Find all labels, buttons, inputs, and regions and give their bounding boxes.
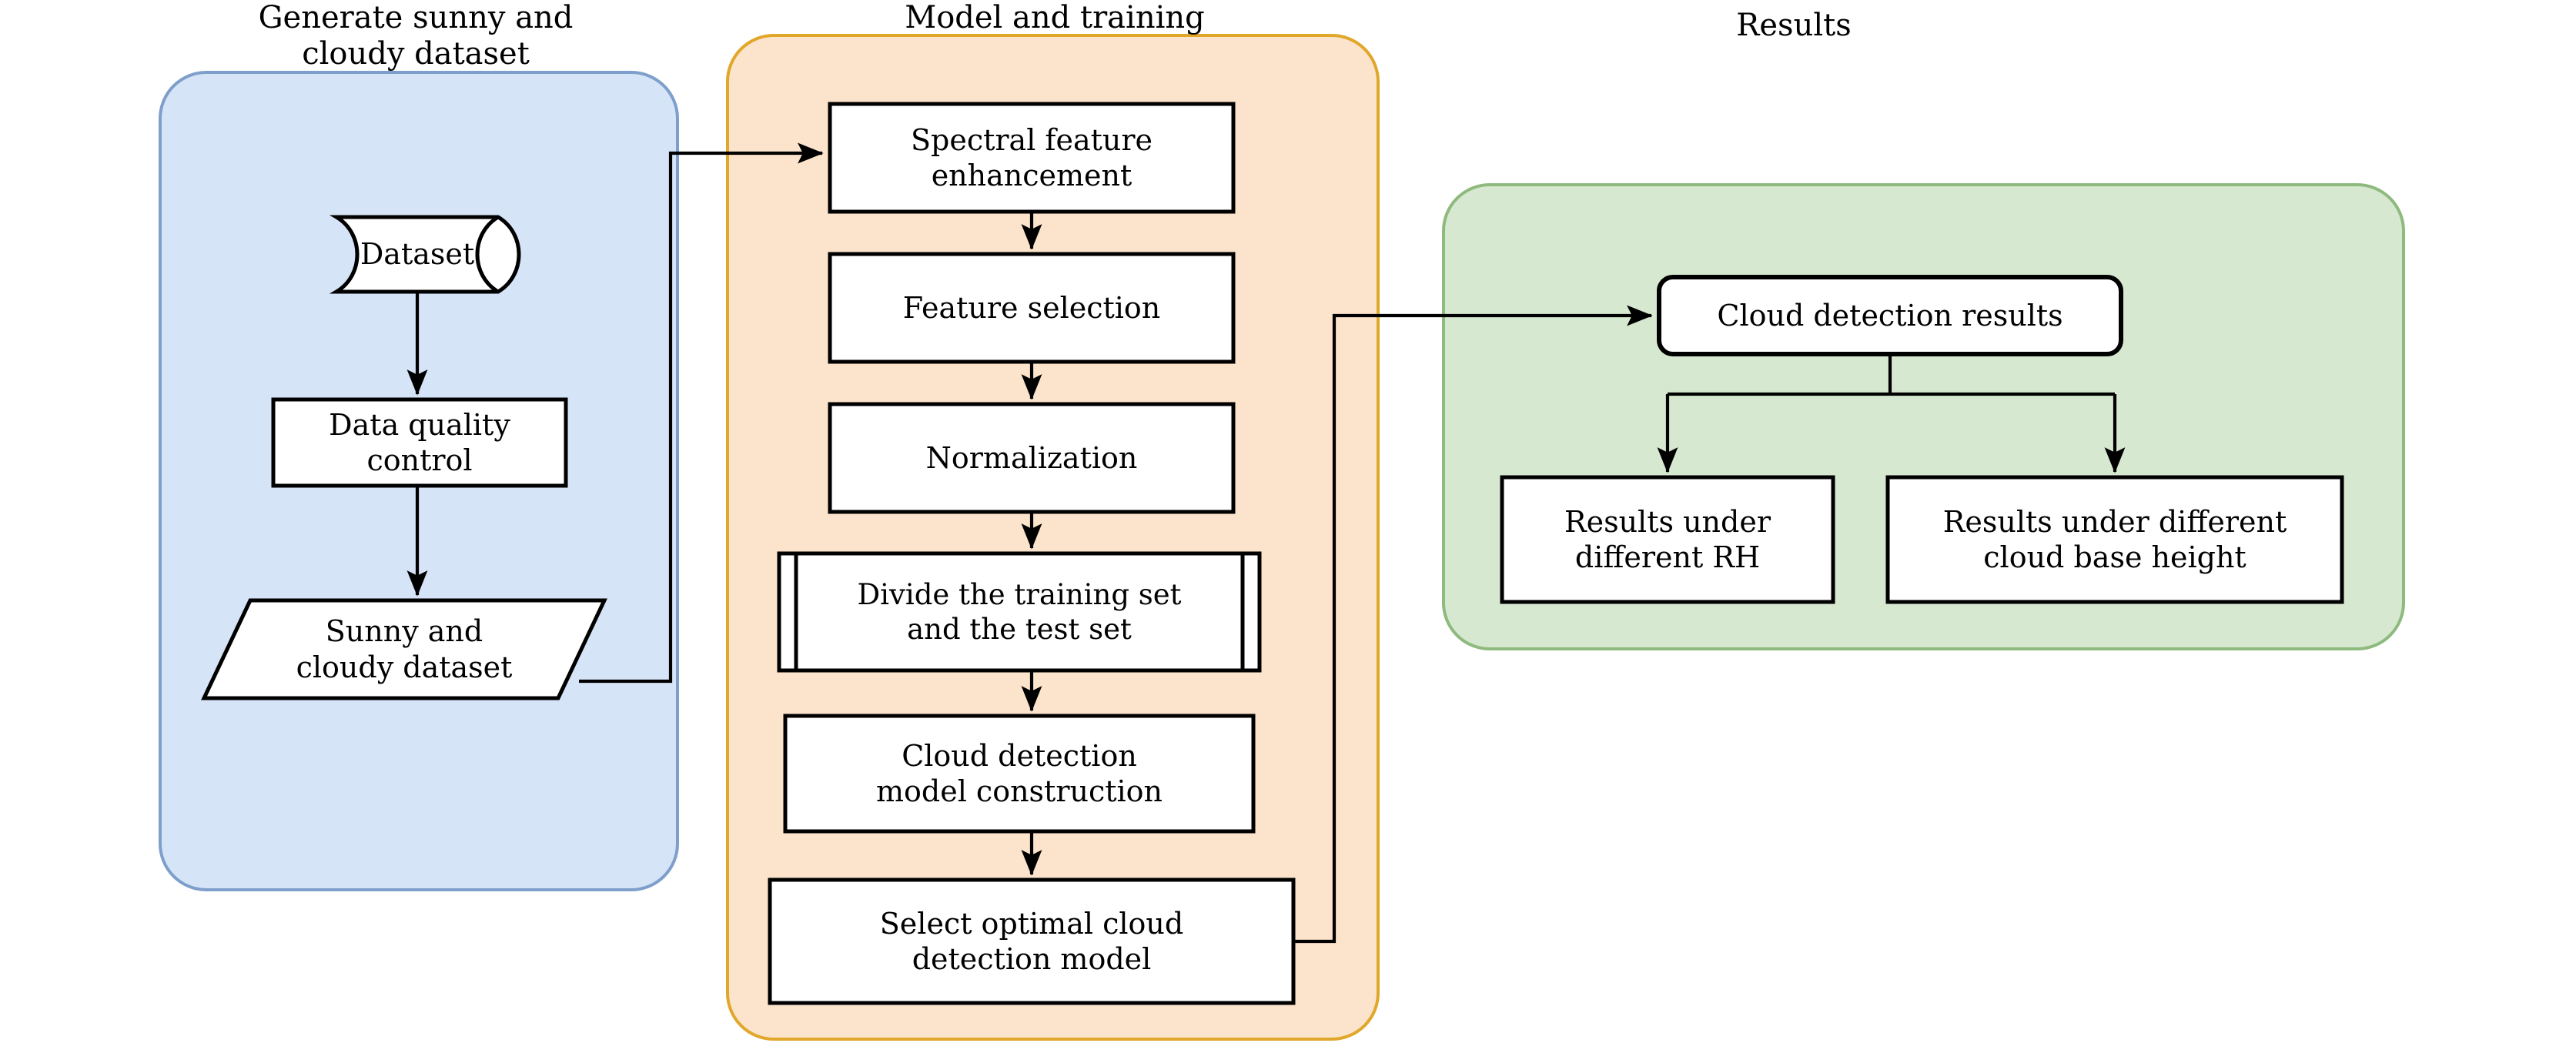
node-results-different-cloud-base-height xyxy=(1885,475,2344,604)
node-cloud-detection-model-construction xyxy=(783,714,1256,834)
group-title-generate-dataset: Generate sunny and cloudy dataset xyxy=(258,0,574,72)
node-feature-selection xyxy=(828,252,1236,364)
node-results-different-rh xyxy=(1500,475,1835,604)
node-sunny-cloudy-dataset xyxy=(201,598,607,700)
node-data-quality-control xyxy=(271,397,568,488)
node-normalization xyxy=(828,402,1236,514)
node-divide-training-test-set xyxy=(777,551,1262,673)
edge-sunny-to-spectral xyxy=(579,142,824,684)
node-select-optimal-cloud-detection-model xyxy=(768,878,1296,1005)
node-cloud-detection-results xyxy=(1657,275,2123,356)
group-title-results: Results xyxy=(1736,8,1852,43)
edge-select-optimal-to-results xyxy=(1293,305,1653,944)
group-title-model-training: Model and training xyxy=(905,0,1205,35)
node-spectral-feature-enhancement xyxy=(828,102,1236,214)
node-dataset xyxy=(329,215,521,294)
